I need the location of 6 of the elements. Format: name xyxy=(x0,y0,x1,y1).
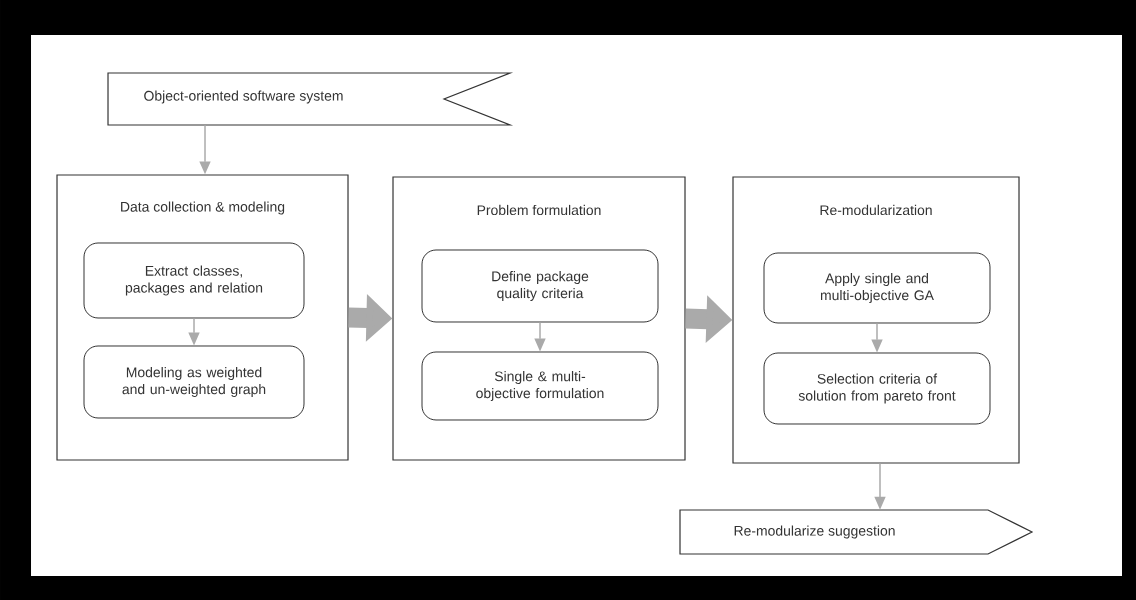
step-box: Extract classes, packages and relation xyxy=(83,242,305,319)
step-box: Define package quality criteria xyxy=(421,249,659,323)
step-box: Modeling as weighted and un-weighted graph xyxy=(83,345,305,419)
step-box: Selection criteria of solution from pareto front xyxy=(763,352,991,425)
step-box: Apply single and multi-objective GA xyxy=(763,252,991,324)
step-box: Single & multi-objective formulation xyxy=(421,351,659,421)
